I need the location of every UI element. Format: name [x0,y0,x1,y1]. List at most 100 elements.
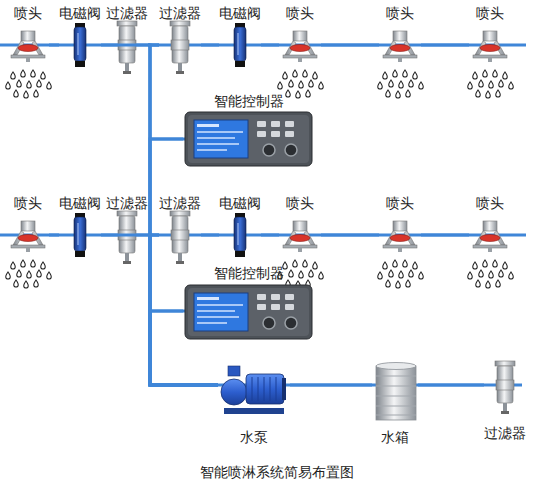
water-pipe [321,44,379,47]
component-label: 喷头 [476,4,504,22]
pipes [0,45,526,385]
component-label: 喷头 [476,194,504,212]
component-label: 喷头 [386,194,414,212]
solenoid-valve: 电磁阀 [219,194,261,252]
motor-fins [252,377,276,401]
sprinkler-icon [283,31,317,62]
component-label: 过滤器 [106,194,148,212]
component-label: 过滤器 [484,424,526,442]
water-pipe [290,384,372,387]
water-drops [6,260,52,288]
water-pipe [201,44,219,47]
motor-cap [282,378,286,400]
component-label: 智能控制器 [214,92,284,110]
component-label: 电磁阀 [59,4,101,22]
component-label: 电磁阀 [219,4,261,22]
tank-top [376,363,416,370]
row-one [6,21,514,166]
water-pipe [261,44,279,47]
water-pipe [150,45,218,385]
component-label: 智能控制器 [214,264,284,282]
water-pipe [201,234,219,237]
water-pipe [148,234,159,237]
filter-icon [170,21,190,74]
water-pipe [150,139,218,385]
tank-icon [376,363,416,421]
component-label: 喷头 [286,4,314,22]
filter-icon [117,211,137,264]
water-drops [378,260,424,288]
pipe [150,138,185,141]
sprinkler-head: 喷头 [7,194,49,252]
water-pipe [418,384,484,387]
component-label: 喷头 [286,194,314,212]
pump-volute [221,379,247,405]
component-label: 喷头 [14,194,42,212]
sprinkler-head: 喷头 [279,4,321,62]
valve-icon [234,23,246,67]
pipe [149,45,152,385]
water-pipe [101,234,150,237]
water-pipe [150,311,218,385]
pipe [150,310,185,313]
water-pipe [101,44,150,47]
controller-icon [185,112,312,166]
filter: 过滤器 [159,4,201,62]
water-drops [278,70,324,98]
water-drops [6,70,52,98]
component-label: 电磁阀 [219,194,261,212]
sprinkler-icon [11,31,45,62]
water-pipe [321,234,379,237]
water-drops [378,70,424,98]
pump-base [224,408,284,414]
filter-icon [170,211,190,264]
water-pipe [150,235,218,385]
sprinkler-head: 喷头 [379,194,421,252]
component-label: 电磁阀 [59,194,101,212]
water-tank: 水箱 [372,358,418,446]
sprinkler-head: 喷头 [7,4,49,62]
solenoid-valve: 电磁阀 [59,4,101,62]
component-label: 过滤器 [159,194,201,212]
pump-outlet [228,366,240,376]
tank-ribs [376,376,416,415]
filter-icon [117,21,137,74]
water-pipe [49,234,59,237]
solenoid-valve: 电磁阀 [219,4,261,62]
sprinkler-head: 喷头 [469,4,511,62]
water-pipe [148,44,159,47]
water-pipe [49,44,59,47]
water-drops [278,260,324,288]
sprinkler-icon [383,31,417,62]
filter: 过滤器 [106,194,148,252]
water-drops [468,70,514,98]
pipe [150,384,522,387]
water-pipe [148,235,218,385]
filter: 过滤器 [159,194,201,252]
pump-motor [246,374,284,404]
water-drops [468,260,514,288]
component-label: 过滤器 [106,4,148,22]
smart-controller: 智能控制器 [183,92,314,168]
sprinkler-icon [473,31,507,62]
smart-controller: 智能控制器 [183,264,314,340]
water-pump: 水泵 [218,358,290,446]
valve-icon [74,213,86,257]
component-label: 过滤器 [159,4,201,22]
water-pipe [261,234,279,237]
sprinkler-head: 喷头 [379,4,421,62]
sprinkler-icon [473,221,507,252]
component-label: 水泵 [240,428,268,446]
tank-body [376,366,416,420]
water-pipe [421,44,469,47]
valve-icon [74,23,86,67]
filter: 过滤器 [484,362,526,442]
component-label: 喷头 [14,4,42,22]
figure-caption: 智能喷淋系统简易布置图 [0,463,554,481]
sprinkler-icon [383,221,417,252]
sprinkler-icon [283,221,317,252]
component-label: 喷头 [386,4,414,22]
